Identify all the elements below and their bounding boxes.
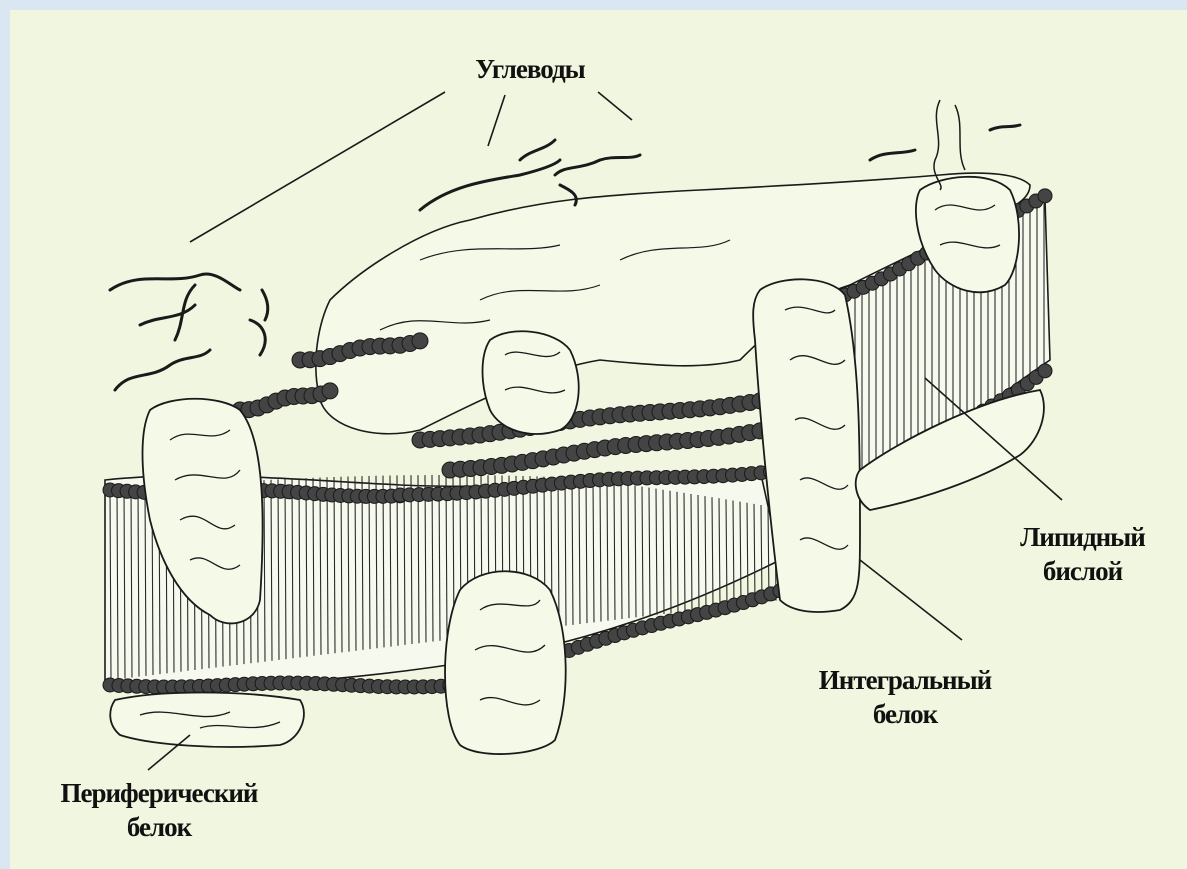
label-integral-protein: Интегральный белок [780,663,1030,731]
label-peripheral-line1: Периферический [14,776,304,810]
label-lipid-bilayer: Липидный бислой [990,520,1175,588]
label-carbohydrates: Углеводы [440,52,620,86]
label-lipid-line2: бислой [990,554,1175,588]
label-integral-line1: Интегральный [780,663,1030,697]
peripheral-protein [110,693,304,747]
label-peripheral-protein: Периферический белок [14,776,304,844]
label-integral-line2: белок [780,697,1030,731]
middle-protein [483,331,579,434]
bottom-protein [445,571,566,754]
label-lipid-line1: Липидный [990,520,1175,554]
label-peripheral-line2: белок [14,810,304,844]
